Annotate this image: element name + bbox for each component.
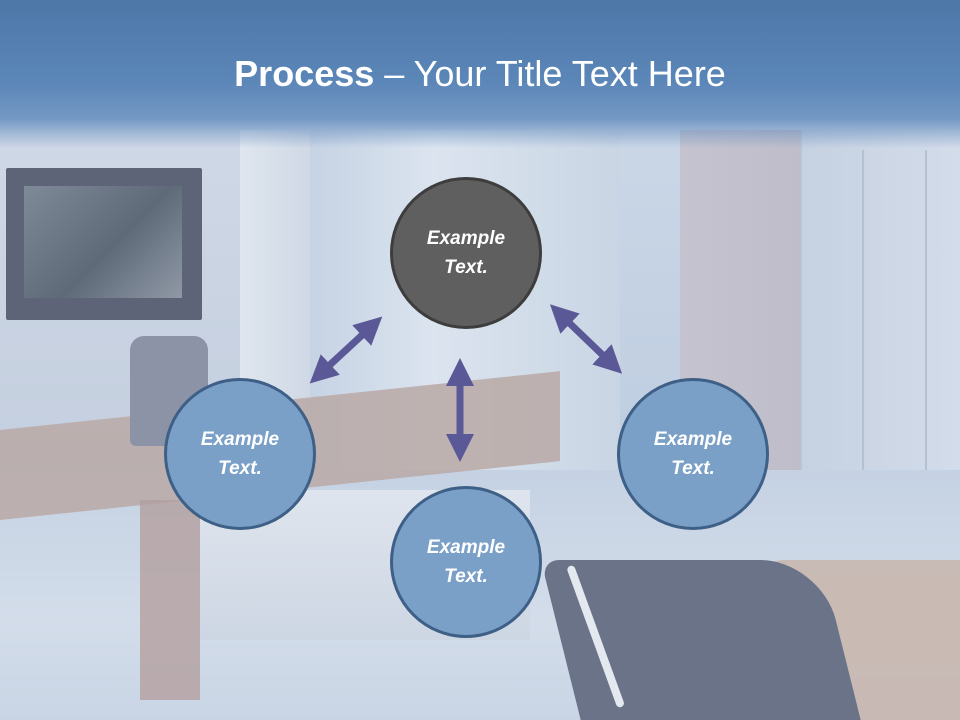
background-cabinet-divider	[925, 150, 927, 520]
node-label-line1: Example	[200, 429, 280, 450]
background-cabinet-divider	[862, 150, 864, 520]
slide-title-bold: Process	[234, 53, 375, 94]
node-label-line2: Text.	[671, 458, 715, 479]
arrow-top-right	[549, 304, 623, 374]
node-label-line2: Text.	[444, 566, 488, 587]
title-band	[0, 0, 960, 148]
background-picture	[24, 186, 182, 298]
background-desk-leg	[140, 500, 200, 700]
slide-title: Process – Your Title Text Here	[0, 50, 960, 98]
slide-title-rest: – Your Title Text Here	[374, 53, 726, 94]
node-label-line1: Example	[426, 228, 506, 249]
node-label-line2: Text.	[218, 458, 262, 479]
arrow-top-left	[309, 316, 383, 384]
node-label-line1: Example	[426, 537, 506, 558]
node-label-line1: Example	[653, 429, 733, 450]
node-label-line2: Text.	[444, 257, 488, 278]
background-cabinet	[800, 130, 960, 530]
